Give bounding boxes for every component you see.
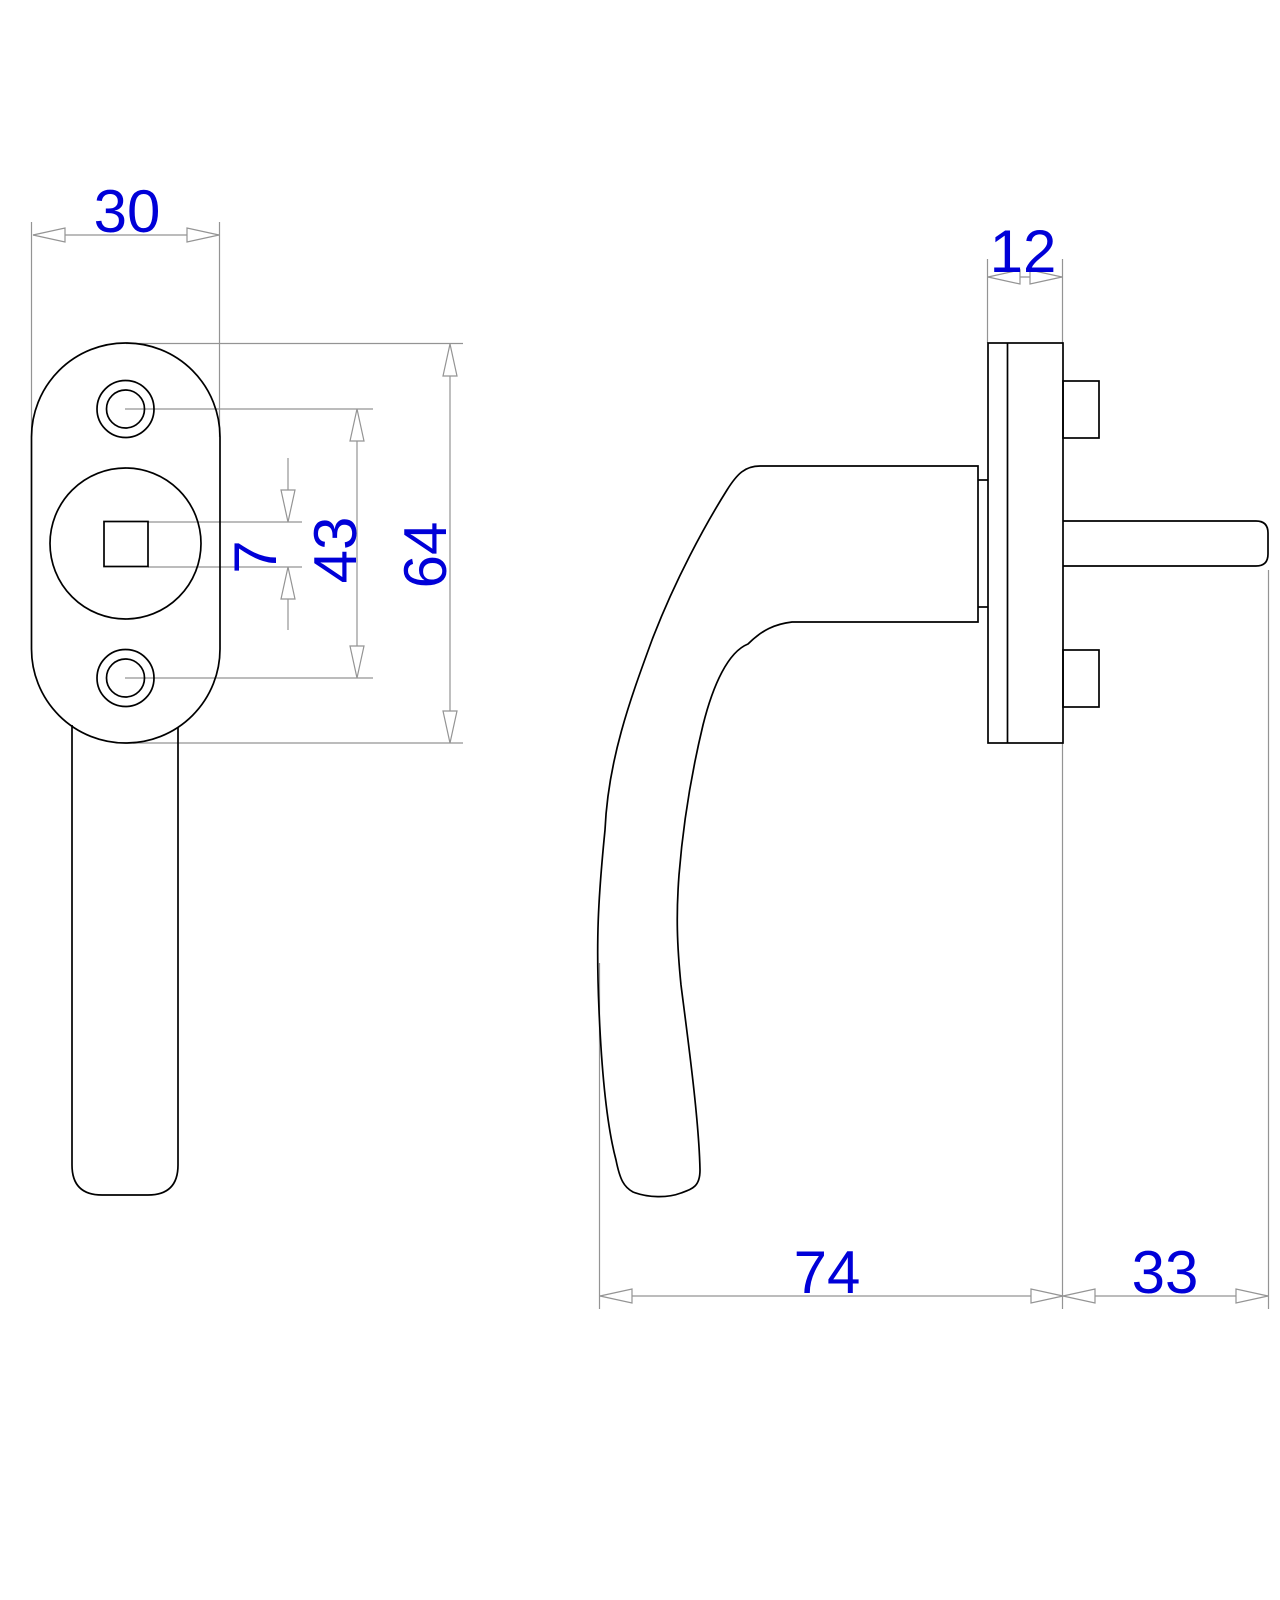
arrowhead — [349, 645, 365, 679]
square-spindle-hole — [103, 520, 149, 568]
dim-label-square-hole: 7 — [222, 540, 289, 573]
dim-label-plate-height: 64 — [392, 522, 459, 589]
dim-label-handle-depth: 74 — [794, 1239, 861, 1306]
hub-circle — [49, 467, 202, 620]
dim-label-spindle-length: 33 — [1132, 1239, 1199, 1306]
arrowhead — [186, 227, 220, 243]
screw-lug-bottom — [1062, 649, 1100, 708]
arrowhead — [442, 343, 458, 377]
arrowhead — [442, 710, 458, 744]
arrowhead — [32, 227, 66, 243]
lever-front-outline — [71, 725, 179, 1196]
arrowhead — [987, 269, 1021, 285]
screw-hole-bottom-outer — [96, 648, 155, 708]
dim-label-plate-thickness: 12 — [990, 218, 1057, 285]
arrowhead — [1029, 269, 1063, 285]
spindle-shaft — [1063, 520, 1269, 567]
arrowhead — [599, 1288, 633, 1304]
dim-label-plate-width: 30 — [94, 178, 161, 245]
screw-lug-top — [1062, 380, 1100, 439]
arrowhead — [349, 408, 365, 442]
arrowheads — [32, 227, 1269, 1304]
side-view — [596, 342, 1269, 1198]
rosette-plate-outline — [30, 342, 221, 744]
screw-hole-bottom-inner — [105, 658, 146, 698]
screw-hole-top-inner — [105, 389, 146, 429]
arrowhead — [1062, 1288, 1096, 1304]
screw-hole-top-outer — [96, 379, 155, 439]
arrowhead — [280, 566, 296, 600]
front-view — [30, 342, 221, 1196]
dim-label-hole-spacing: 43 — [302, 517, 369, 584]
dimension-labels: 30 12 7 43 64 74 33 — [94, 178, 1199, 1306]
handle-side-outline — [596, 465, 979, 1198]
arrowhead — [1030, 1288, 1064, 1304]
arrowhead — [280, 489, 296, 523]
arrowhead — [1235, 1288, 1269, 1304]
dimension-lines — [30, 222, 1270, 1309]
plate-side-outline — [987, 342, 1064, 744]
